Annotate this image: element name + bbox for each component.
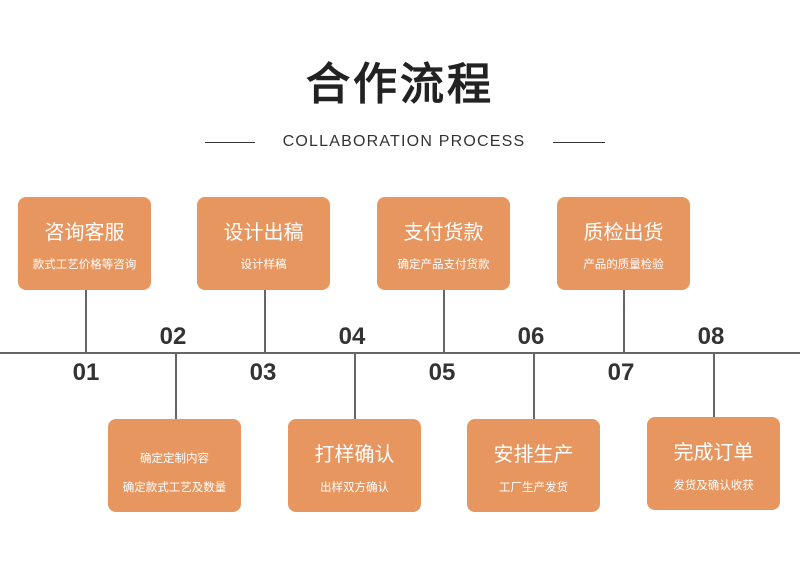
step-03-box: 设计出稿 设计样稿 bbox=[197, 197, 330, 290]
step-08-box: 完成订单 发货及确认收获 bbox=[647, 417, 780, 510]
step-01-box: 咨询客服 款式工艺价格等咨询 bbox=[18, 197, 151, 290]
step-01-desc: 款式工艺价格等咨询 bbox=[32, 257, 137, 271]
step-04-number: 04 bbox=[338, 323, 366, 350]
step-08-desc: 发货及确认收获 bbox=[673, 478, 754, 492]
step-06-desc: 工厂生产发货 bbox=[499, 480, 568, 494]
step-02-desc-2: 确定款式工艺及数量 bbox=[122, 480, 227, 494]
page-title: 合作流程 bbox=[306, 59, 494, 110]
page-subtitle: COLLABORATION PROCESS bbox=[282, 133, 526, 150]
step-04-desc: 出样双方确认 bbox=[320, 480, 389, 494]
step-07-connector bbox=[623, 290, 625, 353]
step-01-connector bbox=[85, 290, 87, 353]
step-06-connector bbox=[533, 353, 535, 419]
step-03-number: 03 bbox=[249, 359, 277, 386]
step-05-number: 05 bbox=[428, 359, 456, 386]
subtitle-divider-right bbox=[553, 142, 605, 143]
step-05-title: 支付货款 bbox=[403, 220, 484, 244]
step-01-title: 咨询客服 bbox=[44, 220, 125, 244]
step-02-desc: 确定定制内容 bbox=[140, 451, 209, 465]
step-08-connector bbox=[713, 353, 715, 417]
step-05-desc: 确定产品支付货款 bbox=[397, 257, 490, 271]
step-07-desc: 产品的质量检验 bbox=[583, 257, 664, 271]
step-08-number: 08 bbox=[697, 323, 725, 350]
step-05-connector bbox=[443, 290, 445, 353]
step-03-connector bbox=[264, 290, 266, 353]
step-03-title: 设计出稿 bbox=[223, 220, 304, 244]
timeline-axis bbox=[0, 352, 800, 354]
step-01-number: 01 bbox=[72, 359, 100, 386]
step-04-title: 打样确认 bbox=[314, 442, 395, 466]
subtitle-divider-left bbox=[205, 142, 255, 143]
step-06-number: 06 bbox=[517, 323, 545, 350]
step-08-title: 完成订单 bbox=[673, 440, 754, 464]
step-07-title: 质检出货 bbox=[583, 220, 664, 244]
subtitle-row: COLLABORATION PROCESS bbox=[0, 130, 800, 154]
step-03-desc: 设计样稿 bbox=[240, 257, 287, 271]
step-04-box: 打样确认 出样双方确认 bbox=[288, 419, 421, 512]
step-07-box: 质检出货 产品的质量检验 bbox=[557, 197, 690, 290]
step-02-box: 确定定制内容 确定款式工艺及数量 bbox=[108, 419, 241, 512]
step-06-title: 安排生产 bbox=[493, 442, 574, 466]
step-05-box: 支付货款 确定产品支付货款 bbox=[377, 197, 510, 290]
step-07-number: 07 bbox=[607, 359, 635, 386]
step-04-connector bbox=[354, 353, 356, 419]
step-02-connector bbox=[175, 353, 177, 419]
step-06-box: 安排生产 工厂生产发货 bbox=[467, 419, 600, 512]
step-02-number: 02 bbox=[159, 323, 187, 350]
